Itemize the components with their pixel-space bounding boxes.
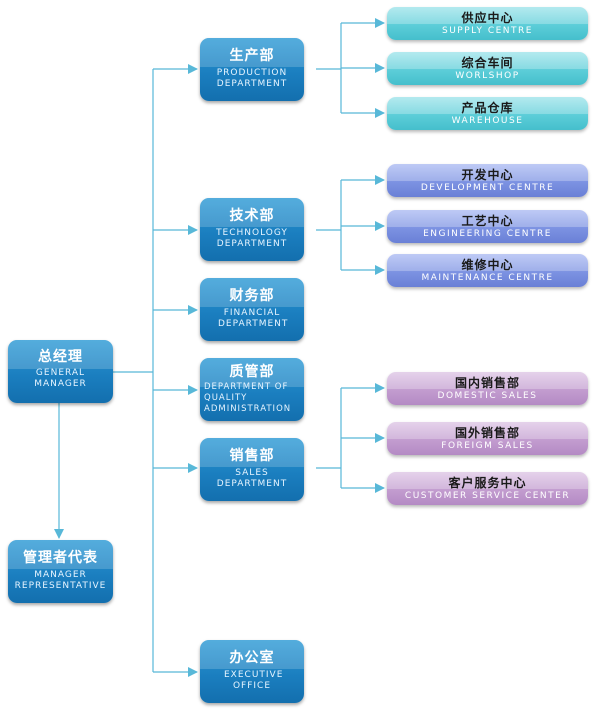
dept-executive-office-node: 办公室 EXECUTIVE OFFICE [200,640,304,703]
dept-sales-en: SALES DEPARTMENT [216,468,288,489]
unit-domestic-sales-en: DOMESTIC SALES [437,391,538,401]
unit-development-centre: 开发中心 DEVELOPMENT CENTRE [387,164,588,197]
general-manager-en: GENERAL MANAGER [34,368,87,389]
dept-financial-en: FINANCIAL DEPARTMENT [218,308,289,329]
unit-development-centre-en: DEVELOPMENT CENTRE [420,183,555,193]
dept-quality-cn: 质管部 [229,364,275,380]
unit-customer-service-center-en: CUSTOMER SERVICE CENTER [404,491,571,501]
unit-maintenance-centre: 维修中心 MAINTENANCE CENTRE [387,254,588,287]
unit-warehouse: 产品仓库 WAREHOUSE [387,97,588,130]
dept-technology-node: 技术部 TECHNOLOGY DEPARTMENT [200,198,304,261]
unit-workshop: 综合车间 WORLSHOP [387,52,588,85]
unit-engineering-centre: 工艺中心 ENGINEERING CENTRE [387,210,588,243]
unit-domestic-sales-cn: 国内销售部 [454,376,520,390]
manager-representative-cn: 管理者代表 [23,550,98,566]
general-manager-cn: 总经理 [38,349,83,365]
unit-customer-service-center: 客户服务中心 CUSTOMER SERVICE CENTER [387,472,588,505]
unit-foreign-sales-cn: 国外销售部 [454,426,520,440]
unit-warehouse-cn: 产品仓库 [461,101,514,115]
unit-maintenance-centre-cn: 维修中心 [461,258,514,272]
dept-quality-en: DEPARTMENT OF QUALITY ADMINISTRATION [204,382,292,414]
manager-representative-en: MANAGER REPRESENTATIVE [14,570,107,591]
dept-executive-office-en: EXECUTIVE OFFICE [224,670,284,691]
dept-sales-cn: 销售部 [229,448,275,464]
unit-supply-centre-en: SUPPLY CENTRE [442,26,533,36]
dept-production-cn: 生产部 [229,48,275,64]
dept-production-en: PRODUCTION DEPARTMENT [216,68,288,89]
unit-warehouse-en: WAREHOUSE [451,116,524,126]
dept-production-node: 生产部 PRODUCTION DEPARTMENT [200,38,304,101]
unit-engineering-centre-en: ENGINEERING CENTRE [423,229,552,239]
unit-supply-centre-cn: 供应中心 [461,11,514,25]
dept-sales-node: 销售部 SALES DEPARTMENT [200,438,304,501]
dept-financial-node: 财务部 FINANCIAL DEPARTMENT [200,278,304,341]
unit-domestic-sales: 国内销售部 DOMESTIC SALES [387,372,588,405]
dept-quality-node: 质管部 DEPARTMENT OF QUALITY ADMINISTRATION [200,358,304,421]
dept-executive-office-cn: 办公室 [229,650,275,666]
unit-foreign-sales: 国外销售部 FOREIGM SALES [387,422,588,455]
unit-workshop-en: WORLSHOP [455,71,520,81]
unit-workshop-cn: 综合车间 [461,56,514,70]
unit-engineering-centre-cn: 工艺中心 [461,214,514,228]
manager-representative-node: 管理者代表 MANAGER REPRESENTATIVE [8,540,113,603]
unit-supply-centre: 供应中心 SUPPLY CENTRE [387,7,588,40]
dept-technology-cn: 技术部 [229,208,275,224]
unit-foreign-sales-en: FOREIGM SALES [441,441,534,451]
unit-maintenance-centre-en: MAINTENANCE CENTRE [421,273,554,283]
unit-customer-service-center-cn: 客户服务中心 [448,476,527,490]
general-manager-node: 总经理 GENERAL MANAGER [8,340,113,403]
unit-development-centre-cn: 开发中心 [461,168,514,182]
dept-financial-cn: 财务部 [229,288,275,304]
dept-technology-en: TECHNOLOGY DEPARTMENT [216,228,288,249]
